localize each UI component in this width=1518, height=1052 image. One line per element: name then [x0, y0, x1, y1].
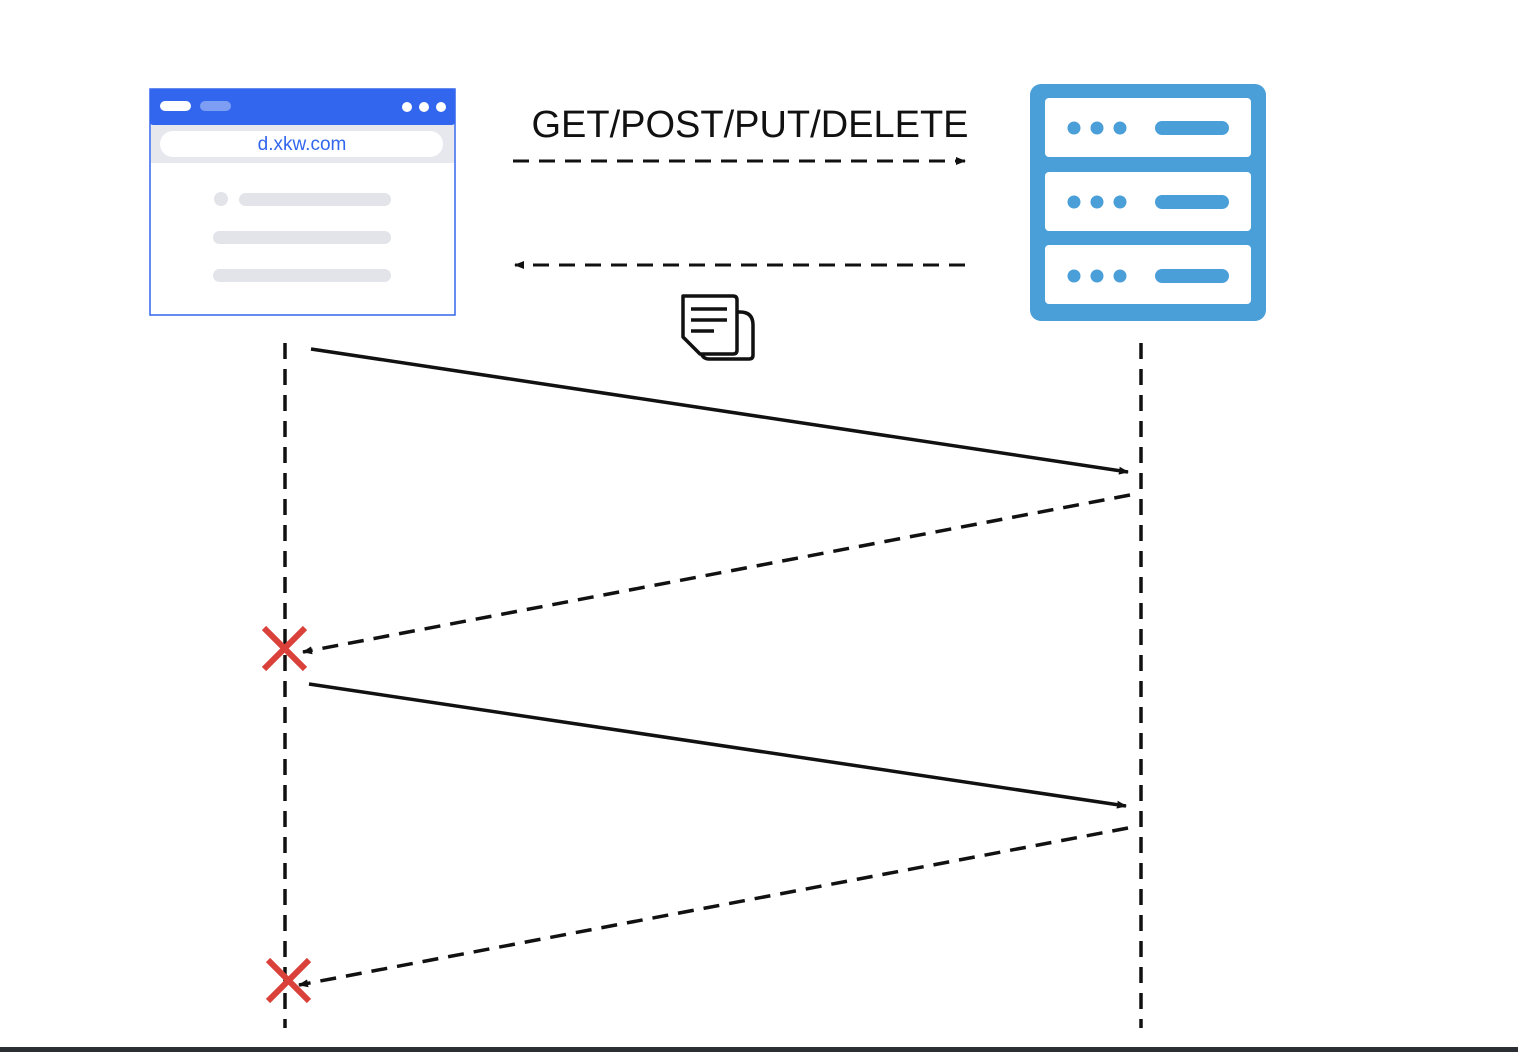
browser-tab-pill-inactive [200, 101, 231, 111]
content-placeholder-line [239, 193, 391, 206]
browser-menu-dot [419, 102, 429, 112]
document-front-page [681, 294, 739, 356]
server-drive-bar [1155, 195, 1229, 209]
server-drive-bar [1155, 269, 1229, 283]
server-unit [1045, 245, 1251, 304]
browser-titlebar [150, 89, 455, 125]
server-rack-icon [1030, 84, 1266, 321]
server-unit [1045, 172, 1251, 231]
browser-window-icon: d.xkw.com [149, 88, 456, 316]
browser-menu-dot [436, 102, 446, 112]
http-methods-label: GET/POST/PUT/DELETE [531, 104, 968, 146]
browser-menu-dot [402, 102, 412, 112]
failure-x-icon [261, 625, 308, 672]
browser-url: d.xkw.com [258, 134, 347, 155]
content-placeholder-line [213, 269, 391, 282]
content-placeholder-line [213, 231, 391, 244]
request-message [310, 347, 1129, 475]
bottom-divider [0, 1047, 1518, 1052]
document-back-page [697, 310, 755, 361]
content-bullet [214, 192, 228, 206]
document-icon [681, 294, 755, 361]
failure-x-icon [265, 957, 312, 1004]
server-drive-bar [1155, 121, 1229, 135]
server-status-dots [1067, 121, 1127, 283]
browser-address-bar [160, 131, 443, 157]
retry-response-message [298, 826, 1129, 988]
response-message [302, 493, 1131, 655]
browser-tab-pill [160, 101, 191, 111]
server-unit [1045, 98, 1251, 157]
retry-request-message [308, 682, 1127, 809]
